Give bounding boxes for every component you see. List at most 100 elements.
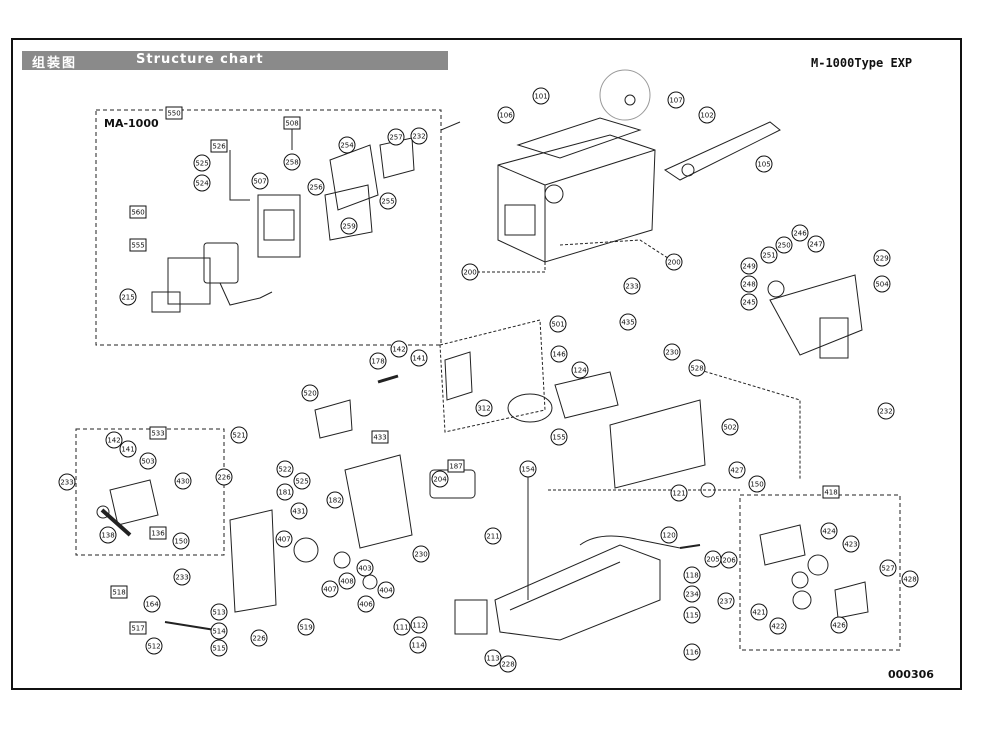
board-501-area — [439, 319, 546, 433]
part-label: 247 — [809, 241, 822, 249]
part-label: 146 — [552, 351, 566, 359]
part-label-circle — [119, 288, 137, 306]
plug-205 — [679, 544, 701, 549]
case-handle — [516, 117, 642, 159]
part-520 — [314, 399, 353, 439]
part-label-circle — [193, 154, 211, 172]
part-label-circle — [623, 277, 641, 295]
part-label-circle — [58, 473, 76, 491]
part-label-circle — [698, 106, 716, 124]
part-label-circle — [619, 313, 637, 331]
header-bar — [22, 51, 448, 70]
part-label: 406 — [359, 601, 373, 609]
part-label: 215 — [121, 294, 134, 302]
part-label: 234 — [685, 591, 699, 599]
part-label: 504 — [875, 281, 889, 289]
part-label-circle — [748, 475, 766, 493]
part-label: 141 — [412, 355, 425, 363]
part-label: 249 — [742, 263, 755, 271]
part-label-circle — [769, 617, 787, 635]
part-label-box — [129, 238, 147, 252]
part-label: 521 — [232, 432, 245, 440]
group-box-550 — [95, 109, 442, 346]
part-label-circle — [717, 592, 735, 610]
part-label: 423 — [844, 541, 857, 549]
panel-504 — [769, 274, 863, 356]
part-label-circle — [879, 559, 897, 577]
part-label-circle — [338, 572, 356, 590]
part-label-circle — [728, 461, 746, 479]
part-label-circle — [276, 483, 294, 501]
part-label-circle — [549, 315, 567, 333]
part-label: 232 — [412, 133, 425, 141]
part-label-circle — [683, 566, 701, 584]
part-label-circle — [667, 91, 685, 109]
part-label: 503 — [141, 458, 154, 466]
part-label-circle — [326, 491, 344, 509]
part-label-circle — [173, 568, 191, 586]
part-label-circle — [193, 174, 211, 192]
part-label: 178 — [371, 358, 384, 366]
part-label: 181 — [278, 489, 291, 497]
part-label-circle — [550, 345, 568, 363]
part-label: 226 — [252, 635, 266, 643]
part-label-circle — [820, 522, 838, 540]
part-label: 525 — [195, 160, 208, 168]
part-label: 226 — [217, 474, 231, 482]
part-label-box — [149, 526, 167, 540]
part-label: 114 — [411, 642, 425, 650]
part-label-box — [210, 139, 228, 153]
part-label-circle — [356, 559, 374, 577]
part-label-circle — [740, 275, 758, 293]
part-label: 250 — [777, 242, 790, 250]
part-label: 501 — [551, 321, 564, 329]
part-label-circle — [99, 526, 117, 544]
roller-312 — [507, 393, 553, 423]
part-label-circle — [393, 618, 411, 636]
part-label: 256 — [309, 184, 323, 192]
part-label-circle — [901, 570, 919, 588]
case-window — [504, 204, 536, 236]
part-label: 237 — [719, 598, 732, 606]
part-label: 259 — [342, 223, 355, 231]
part-label-box — [165, 106, 183, 120]
part-label: 204 — [433, 476, 447, 484]
part-label: 124 — [573, 367, 587, 375]
part-label-circle — [230, 426, 248, 444]
drawing-frame — [11, 38, 962, 690]
part-label: 116 — [685, 649, 699, 657]
part-label: 106 — [499, 112, 513, 120]
part-label-circle — [283, 153, 301, 171]
case-top-edge — [544, 149, 656, 186]
part-label-circle — [740, 257, 758, 275]
part-label-box — [129, 205, 147, 219]
part-label: 520 — [303, 390, 316, 398]
part-label: 230 — [665, 349, 678, 357]
part-label-circle — [877, 402, 895, 420]
part-label-circle — [105, 431, 123, 449]
part-124 — [554, 371, 619, 419]
part-label-box — [447, 459, 465, 473]
part-label-circle — [670, 484, 688, 502]
part-label: 115 — [685, 612, 698, 620]
part-label-circle — [550, 428, 568, 446]
transformer-111 — [454, 599, 488, 635]
part-label: 508 — [285, 120, 298, 128]
top-panel-knob — [681, 163, 695, 177]
diagram-linework — [75, 69, 901, 651]
part-label: 257 — [389, 134, 402, 142]
knob-245 — [767, 280, 785, 298]
part-label: 403 — [358, 565, 371, 573]
part-label: 230 — [414, 551, 427, 559]
part-label: 525 — [295, 478, 308, 486]
part-label-circle — [410, 349, 428, 367]
part-label: 528 — [690, 365, 703, 373]
part-label-circle — [251, 172, 269, 190]
part-label-circle — [760, 246, 778, 264]
part-label: 105 — [757, 161, 770, 169]
part-label: 418 — [824, 489, 837, 497]
gear-404 — [362, 574, 378, 590]
part-label: 512 — [147, 643, 160, 651]
